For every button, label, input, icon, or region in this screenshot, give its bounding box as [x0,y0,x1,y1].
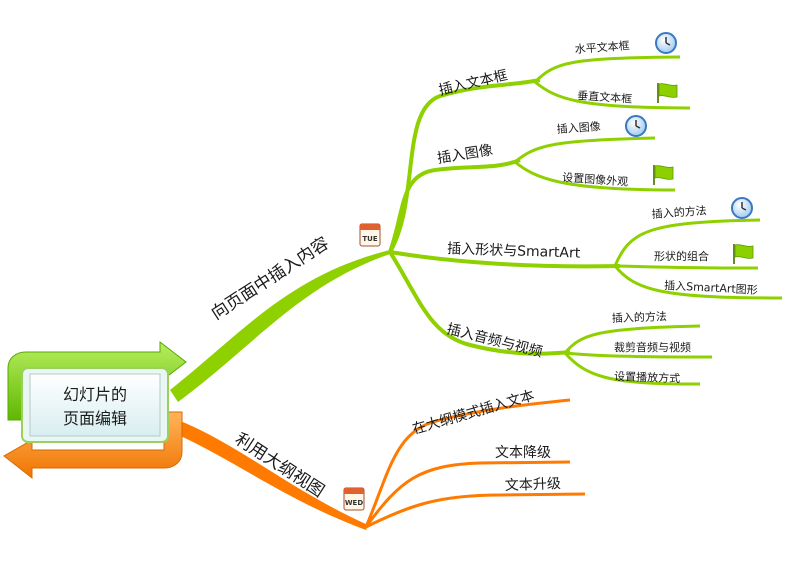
leaf-insert-method: 插入的方法 [651,203,707,221]
flag-icon [653,165,674,185]
leaf-insert-smartart: 插入SmartArt图形 [664,278,758,297]
svg-text:WED: WED [345,499,364,507]
leaf-av-insert-method: 插入的方法 [612,309,667,325]
leaf-demote-text: 文本降级 [495,445,551,461]
svg-text:插入文本框: 插入文本框 [437,68,509,99]
clock-icon [731,197,753,219]
svg-text:插入图像: 插入图像 [436,142,494,167]
central-title-line1: 幻灯片的 [63,385,127,404]
svg-text:插入音频与视频: 插入音频与视频 [445,320,544,360]
leaf-trim-av: 裁剪音频与视频 [614,340,691,354]
svg-text:插入形状与SmartArt: 插入形状与SmartArt [447,241,581,262]
leaf-insert-image: 插入图像 [556,119,601,136]
node-insert-image[interactable]: 插入图像 插入图像 设置图像外观 [388,115,676,253]
node-insert-audio-video[interactable]: 插入音频与视频 插入的方法 裁剪音频与视频 设置播放方式 [388,250,713,386]
leaf-promote-text: 文本升级 [505,476,562,494]
leaf-shape-group: 形状的组合 [654,249,709,263]
leaf-horizontal-textbox: 水平文本框 [574,38,630,56]
branch-insert-content[interactable]: 向页面中插入内容 TUE [170,223,390,402]
central-node[interactable]: 幻灯片的 页面编辑 [3,340,187,480]
leaf-image-appearance: 设置图像外观 [562,171,629,189]
calendar-wed-icon: WED [343,487,365,511]
calendar-tue-icon: TUE [359,223,381,247]
clock-icon [625,115,647,137]
central-title-line2: 页面编辑 [63,409,127,428]
leaf-vertical-textbox: 垂直文本框 [577,88,633,106]
clock-icon [655,32,677,54]
leaf-outline-insert-text: 在大纲模式插入文本 [411,388,537,438]
branch-outline-view[interactable]: 利用大纲视图 WED 在大纲模式插入文本 文本降级 文本升级 [172,388,586,530]
flag-icon [733,244,754,264]
leaf-playback-settings: 设置播放方式 [614,369,680,385]
node-insert-shape-smartart[interactable]: 插入形状与SmartArt 插入的方法 形状的组合 插入SmartArt图形 [389,197,783,300]
svg-text:TUE: TUE [362,235,377,243]
node-insert-textbox[interactable]: 插入文本框 水平文本框 垂直文本框 [388,32,691,253]
flag-icon [657,83,678,103]
